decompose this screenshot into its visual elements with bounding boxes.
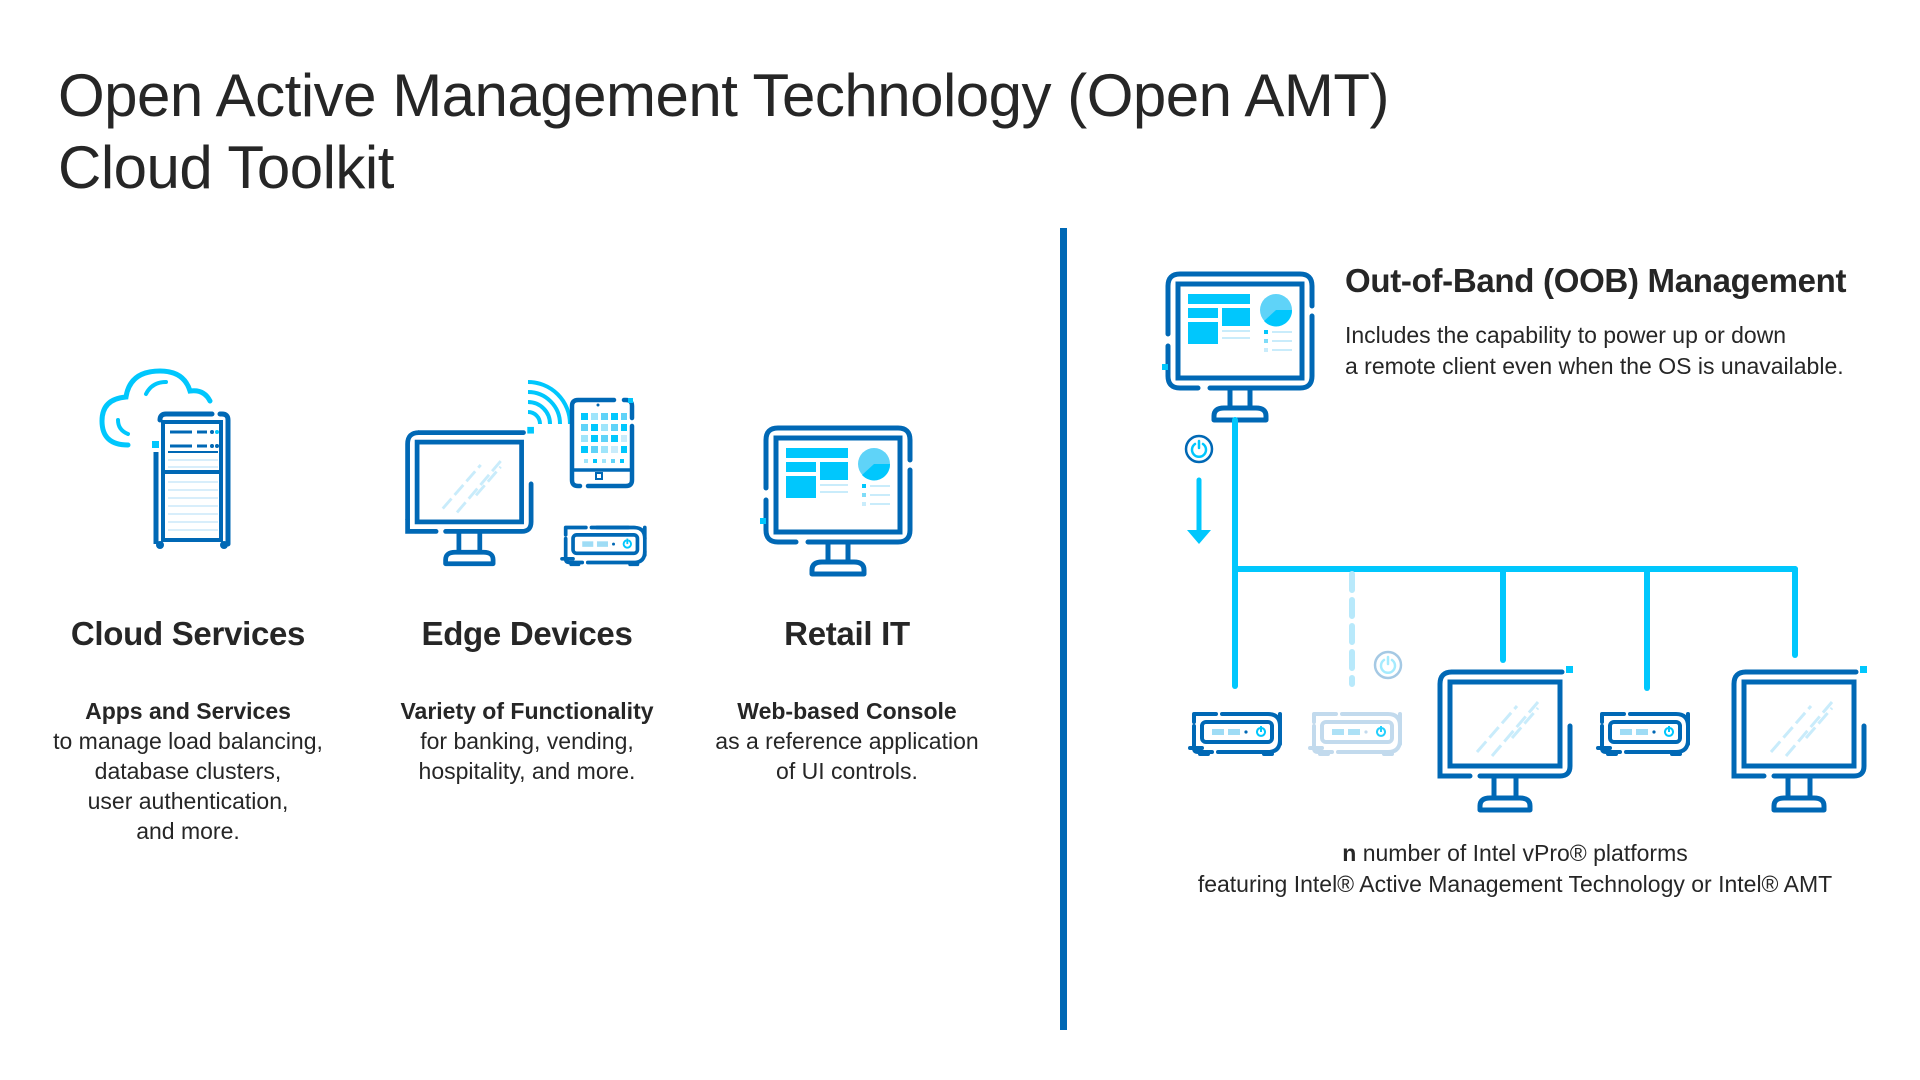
column-body-line: to manage load balancing,: [53, 728, 323, 754]
cloud-server-icon: [99, 368, 231, 549]
column-heading: Edge Devices: [421, 615, 633, 652]
wifi-icon: [527, 380, 572, 425]
caption-line-2: featuring Intel® Active Management Techn…: [1197, 871, 1833, 897]
down-arrow-icon: [1187, 477, 1211, 544]
power-icon: [1184, 434, 1214, 464]
tablet-icon: [569, 397, 635, 489]
title-line-2: Cloud Toolkit: [58, 134, 394, 201]
client-device-2-off: [1308, 712, 1402, 758]
retail-console-icon: [760, 428, 910, 574]
column-subheading: Apps and Services: [85, 698, 291, 724]
column-cloud-services: Cloud Services Apps and Services to mana…: [18, 612, 358, 846]
column-subheading: Web-based Console: [737, 698, 957, 724]
caption-line-1-text: number of Intel vPro® platforms: [1356, 840, 1688, 866]
edge-devices-icon: [408, 380, 647, 568]
column-body-line: database clusters,: [94, 758, 282, 784]
section-divider: [1060, 228, 1067, 1030]
caption-line-1: n number of Intel vPro® platforms: [1150, 838, 1880, 869]
column-subheading: Variety of Functionality: [400, 698, 654, 724]
oob-description-line: a remote client even when the OS is unav…: [1345, 353, 1844, 379]
oob-console-icon: [1162, 274, 1312, 420]
column-heading: Cloud Services: [70, 615, 306, 652]
platforms-caption: n number of Intel vPro® platforms featur…: [1150, 838, 1880, 900]
n-label: n: [1342, 840, 1357, 866]
column-body-line: for banking, vending,: [420, 728, 634, 754]
column-body-line: hospitality, and more.: [418, 758, 636, 784]
title-line-1: Open Active Management Technology (Open …: [58, 62, 1389, 129]
oob-description-line: Includes the capability to power up or d…: [1345, 322, 1787, 348]
power-off-icon: [1373, 650, 1403, 680]
client-device-3: [1440, 666, 1573, 810]
column-body-line: and more.: [136, 818, 240, 844]
client-device-1: [1188, 712, 1282, 758]
column-body-line: as a reference application: [715, 728, 979, 754]
page-title: Open Active Management Technology (Open …: [58, 60, 1389, 204]
column-body-line: of UI controls.: [776, 758, 918, 784]
oob-description: Includes the capability to power up or d…: [1345, 320, 1844, 382]
column-heading: Retail IT: [784, 615, 910, 652]
client-device-4: [1596, 712, 1690, 758]
column-body-line: user authentication,: [87, 788, 289, 814]
column-retail-it: Retail IT Web-based Console as a referen…: [677, 612, 1017, 786]
client-device-5: [1734, 666, 1867, 810]
network-bus: [1232, 417, 1798, 691]
oob-heading: Out-of-Band (OOB) Management: [1345, 262, 1847, 299]
column-edge-devices: Edge Devices Variety of Functionality fo…: [357, 612, 697, 786]
